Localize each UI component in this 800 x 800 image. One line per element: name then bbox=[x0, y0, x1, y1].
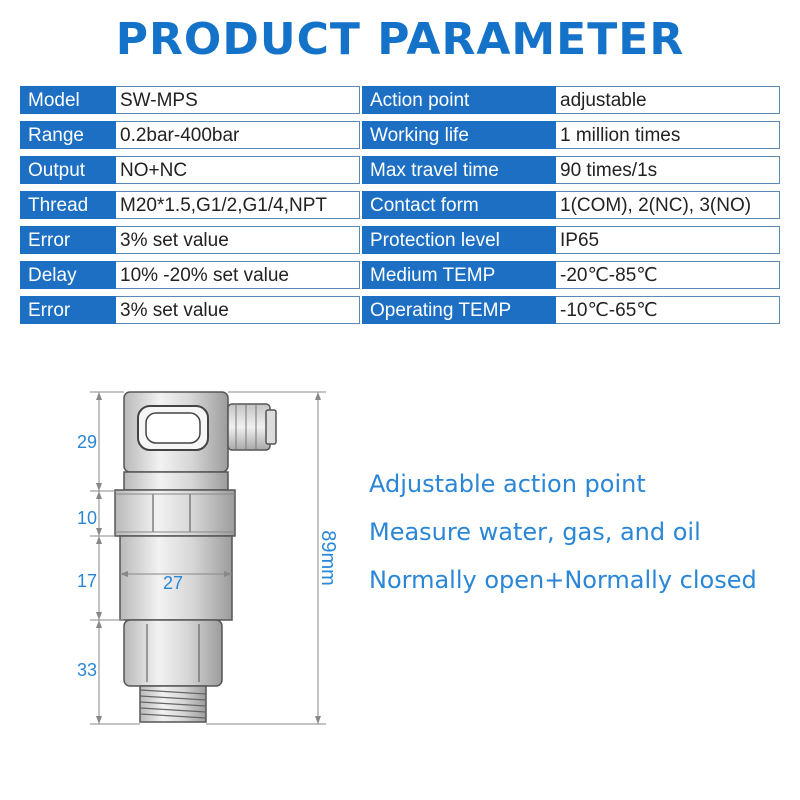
param-value: 10% -20% set value bbox=[116, 261, 360, 289]
table-row: Delay 10% -20% set value Medium TEMP -20… bbox=[20, 261, 780, 291]
param-value: -20℃-85℃ bbox=[556, 261, 780, 289]
cable-gland bbox=[227, 403, 277, 451]
table-row: Error 3% set value Operating TEMP -10℃-6… bbox=[20, 296, 780, 326]
param-value: IP65 bbox=[556, 226, 780, 254]
param-label: Range bbox=[20, 121, 116, 149]
param-value: 1(COM), 2(NC), 3(NO) bbox=[556, 191, 780, 219]
feature-text: Normally open+Normally closed bbox=[369, 566, 757, 594]
feature-text: Measure water, gas, and oil bbox=[369, 518, 701, 546]
lower-hex bbox=[123, 619, 223, 687]
param-label: Error bbox=[20, 226, 116, 254]
param-label: Medium TEMP bbox=[362, 261, 556, 289]
dimension-arrows bbox=[96, 392, 321, 724]
dimension-lines bbox=[90, 391, 326, 725]
body-cylinder bbox=[119, 535, 233, 621]
param-value: SW-MPS bbox=[116, 86, 360, 114]
param-value: 1 million times bbox=[556, 121, 780, 149]
param-label: Operating TEMP bbox=[362, 296, 556, 324]
param-label: Thread bbox=[20, 191, 116, 219]
param-value: NO+NC bbox=[116, 156, 360, 184]
param-label: Action point bbox=[362, 86, 556, 114]
dim-label-body: 17 bbox=[77, 571, 97, 591]
param-value: 3% set value bbox=[116, 226, 360, 254]
param-label: Output bbox=[20, 156, 116, 184]
param-value: 90 times/1s bbox=[556, 156, 780, 184]
param-value: 0.2bar-400bar bbox=[116, 121, 360, 149]
param-value: 3% set value bbox=[116, 296, 360, 324]
table-row: Error 3% set value Protection level IP65 bbox=[20, 226, 780, 256]
param-label: Max travel time bbox=[362, 156, 556, 184]
param-value: adjustable bbox=[556, 86, 780, 114]
table-row: Output NO+NC Max travel time 90 times/1s bbox=[20, 156, 780, 186]
dim-label-width: 27 bbox=[163, 573, 183, 593]
hex-nut bbox=[114, 489, 236, 537]
table-row: Range 0.2bar-400bar Working life 1 milli… bbox=[20, 121, 780, 151]
dim-label-port: 33 bbox=[77, 660, 97, 680]
param-label: Error bbox=[20, 296, 116, 324]
param-value: -10℃-65℃ bbox=[556, 296, 780, 324]
threaded-port bbox=[139, 685, 207, 723]
page-title: PRODUCT PARAMETER bbox=[115, 14, 685, 65]
dim-label-top: 29 bbox=[77, 432, 97, 452]
param-label: Protection level bbox=[362, 226, 556, 254]
param-label: Contact form bbox=[362, 191, 556, 219]
table-row: Model SW-MPS Action point adjustable bbox=[20, 86, 780, 116]
feature-text: Adjustable action point bbox=[369, 470, 646, 498]
table-row: Thread M20*1.5,G1/2,G1/4,NPT Contact for… bbox=[20, 191, 780, 221]
dim-label-total: 89mm bbox=[317, 530, 339, 586]
param-label: Model bbox=[20, 86, 116, 114]
dim-label-nut: 10 bbox=[77, 508, 97, 528]
param-value: M20*1.5,G1/2,G1/4,NPT bbox=[116, 191, 360, 219]
connector-housing bbox=[123, 391, 229, 491]
pressure-switch-drawing: 29 10 17 33 27 89mm bbox=[77, 391, 339, 725]
param-label: Working life bbox=[362, 121, 556, 149]
param-label: Delay bbox=[20, 261, 116, 289]
